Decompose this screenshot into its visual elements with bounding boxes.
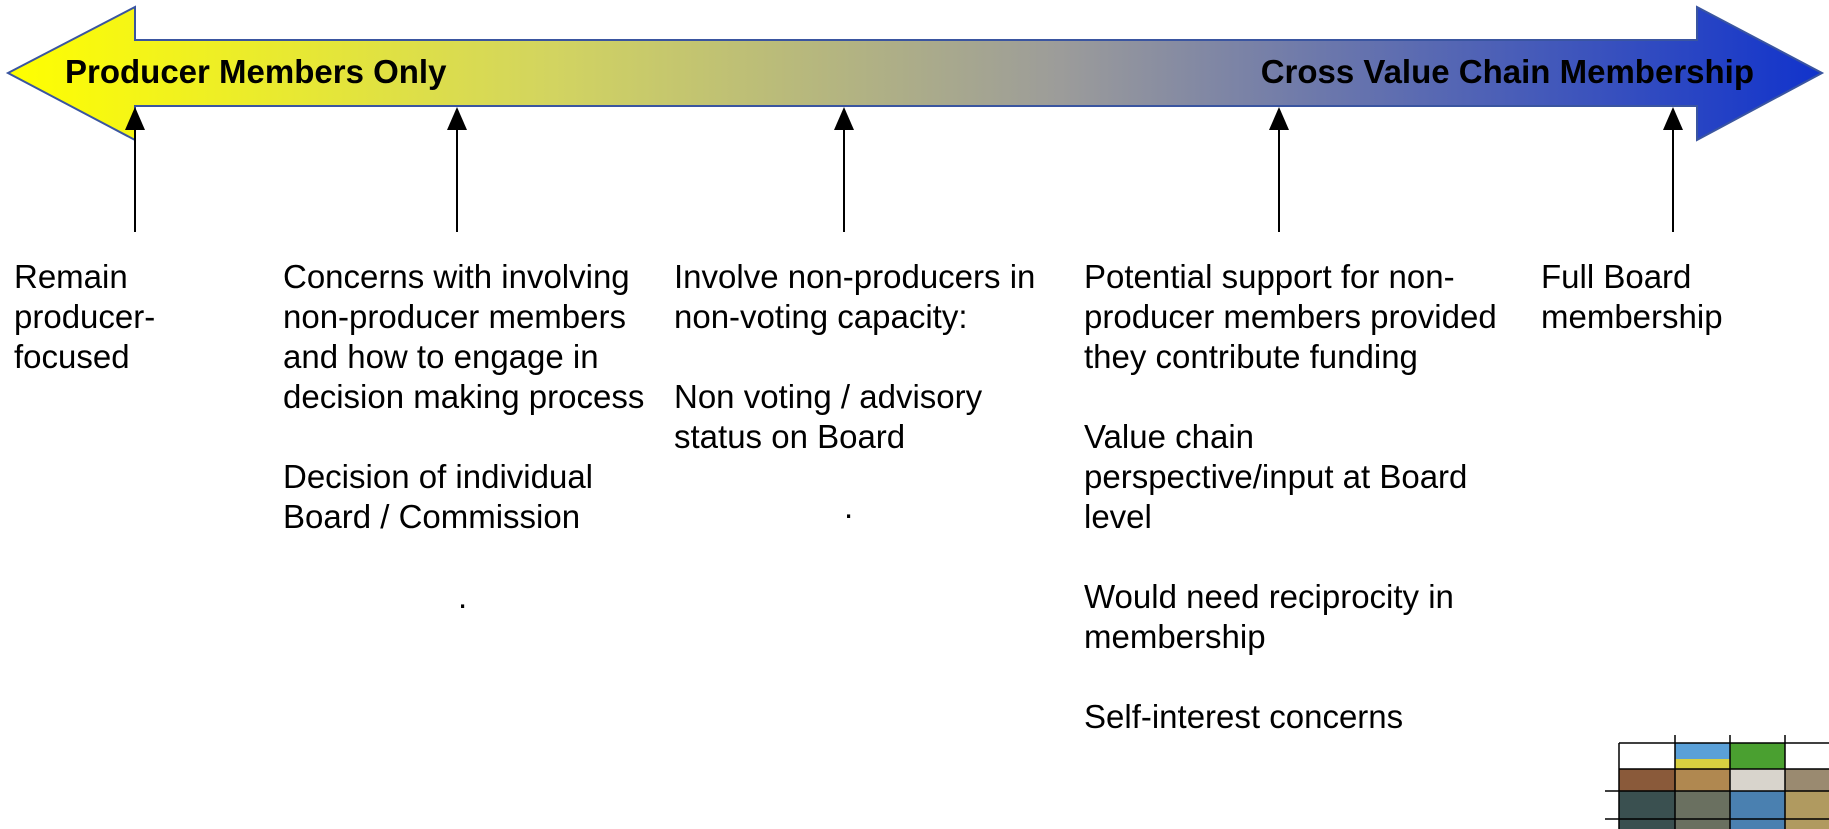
column-full-board: Full Board membership [1541,257,1821,377]
column-item: Full Board membership [1541,258,1723,335]
column-item: Remain producer-focused [14,258,156,375]
pointer-arrow [1663,107,1683,232]
pointer-arrow [447,107,467,232]
column-potential-support: Potential support for non-producer membe… [1084,257,1504,777]
column-item: Would need reciprocity in membership [1084,578,1454,655]
cross-value-chain-membership-label: Cross Value Chain Membership [1260,53,1754,90]
column-item-dot: . [844,488,854,525]
column-remain-producer-focused: Remain producer-focused [14,257,214,417]
photo-collage-logo-icon [1605,735,1829,829]
column-concerns: Concerns with involving non-producer mem… [283,257,663,617]
spectrum-arrow-diagram [5,5,1825,232]
pointer-arrow [834,107,854,232]
column-item: Involve non-producers in non-voting capa… [674,258,1036,335]
column-item: Self-interest concerns [1084,698,1404,735]
producer-members-only-label: Producer Members Only [65,53,447,90]
pointer-arrow [125,107,145,232]
column-item: Non voting / advisory status on Board [674,378,983,455]
column-item-dot: . [458,578,468,615]
column-item: Potential support for non-producer membe… [1084,258,1497,375]
column-non-voting: Involve non-producers in non-voting capa… [674,257,1054,527]
column-item: Value chain perspective/input at Board l… [1084,418,1468,535]
pointer-arrows [125,107,1683,232]
pointer-arrow [1269,107,1289,232]
column-item: Concerns with involving non-producer mem… [283,258,645,415]
column-item: Decision of individual Board / Commissio… [283,458,594,535]
